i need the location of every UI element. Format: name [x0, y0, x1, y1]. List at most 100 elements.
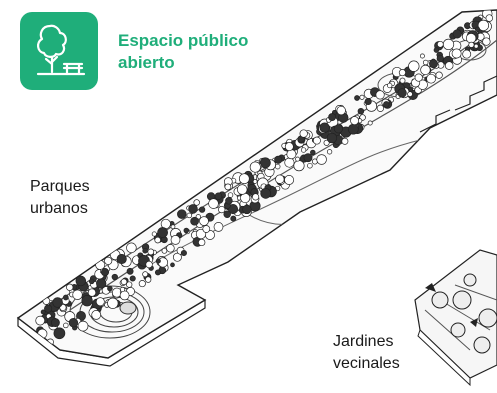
tree-icon: [186, 212, 193, 219]
tree-icon: [77, 320, 89, 332]
tree-icon: [316, 154, 327, 165]
tree-icon: [357, 107, 365, 115]
tree-icon: [44, 304, 53, 313]
parques-line-2: urbanos: [30, 200, 88, 217]
tree-icon: [383, 101, 390, 108]
jardines-vecinales-label: Jardines vecinales: [333, 331, 400, 375]
tree-icon: [126, 242, 137, 254]
tree-icon: [157, 227, 168, 238]
tree-icon: [238, 173, 250, 185]
title-line-2: abierto: [118, 53, 175, 72]
tree-icon: [145, 276, 152, 283]
tree-icon: [422, 59, 429, 66]
tree-icon: [35, 315, 46, 326]
tree-icon: [170, 224, 176, 230]
tree-icon: [326, 132, 338, 144]
tree-icon: [310, 149, 316, 156]
tree-icon: [177, 209, 187, 219]
title-line-1: Espacio público: [118, 31, 249, 50]
tree-icon: [170, 235, 181, 245]
tree-icon: [399, 77, 406, 84]
tree-icon: [284, 142, 294, 152]
tree-icon: [341, 137, 349, 145]
tree-icon: [359, 94, 365, 100]
tree-icon: [213, 222, 224, 232]
tree-icon: [62, 294, 69, 301]
tree-icon: [473, 43, 479, 49]
tree-icon: [429, 59, 438, 69]
tree-icon: [138, 280, 146, 288]
tree-icon: [300, 147, 307, 153]
tree-icon: [193, 199, 200, 206]
tree-icon: [126, 267, 134, 275]
tree-icon: [68, 318, 79, 328]
park-tree-bench-icon: [36, 24, 86, 76]
tree-icon: [387, 82, 393, 89]
tree-icon: [436, 54, 444, 63]
tree-icon: [452, 29, 462, 39]
tree-icon: [319, 122, 330, 133]
tree-icon: [100, 268, 110, 277]
tree-icon: [482, 37, 491, 46]
tree-icon: [214, 192, 223, 200]
tree-icon: [88, 278, 95, 285]
tree-icon: [151, 231, 157, 237]
tree-icon: [188, 204, 198, 214]
tree-icon: [436, 40, 444, 48]
tree-icon: [398, 69, 406, 77]
tree-icon: [295, 156, 301, 162]
tree-icon: [161, 247, 168, 254]
tree-icon: [274, 155, 283, 164]
tree-icon: [63, 322, 69, 329]
tree-icon: [252, 193, 260, 201]
tree-icon: [202, 225, 211, 233]
tree-icon: [223, 210, 231, 218]
tree-icon: [145, 260, 153, 269]
tree-icon: [303, 153, 313, 163]
tree-icon: [354, 95, 360, 101]
tree-icon: [375, 90, 385, 100]
tree-icon: [444, 61, 454, 70]
jardines-line-2: vecinales: [333, 355, 400, 372]
tree-icon: [407, 91, 413, 97]
tree-icon: [52, 297, 63, 308]
tree-icon: [333, 124, 343, 134]
tree-icon: [190, 216, 199, 226]
tree-icon: [154, 269, 161, 276]
tree-icon: [477, 19, 490, 32]
tree-icon: [451, 48, 462, 59]
tree-icon: [225, 197, 233, 205]
tree-icon: [259, 157, 271, 169]
tree-icon: [468, 41, 475, 48]
tree-icon: [172, 252, 182, 262]
tree-icon: [236, 184, 248, 195]
tree-icon: [120, 278, 128, 286]
tree-icon: [166, 244, 175, 253]
tree-icon: [376, 104, 385, 112]
tree-icon: [397, 88, 407, 98]
tree-icon: [155, 258, 161, 264]
tree-icon: [208, 198, 219, 209]
tree-icon: [142, 247, 148, 254]
tree-icon: [414, 73, 423, 82]
tree-icon: [249, 161, 261, 173]
tree-icon: [433, 47, 440, 53]
tree-icon: [328, 113, 337, 122]
tree-icon: [299, 129, 308, 138]
tree-icon: [154, 236, 161, 244]
tree-icon: [408, 60, 420, 72]
tree-icon: [107, 297, 119, 309]
tree-icon: [224, 183, 232, 191]
tree-icon: [462, 49, 472, 59]
park-badge: [20, 12, 98, 90]
tree-icon: [95, 297, 105, 307]
tree-icon: [275, 174, 285, 184]
tree-icon: [116, 253, 127, 265]
tree-icon: [485, 14, 494, 22]
tree-icon: [312, 136, 321, 145]
tree-icon: [170, 262, 175, 268]
tree-icon: [180, 249, 187, 257]
tree-icon: [367, 120, 373, 126]
parques-line-1: Parques: [30, 178, 90, 195]
tree-icon: [284, 175, 295, 185]
